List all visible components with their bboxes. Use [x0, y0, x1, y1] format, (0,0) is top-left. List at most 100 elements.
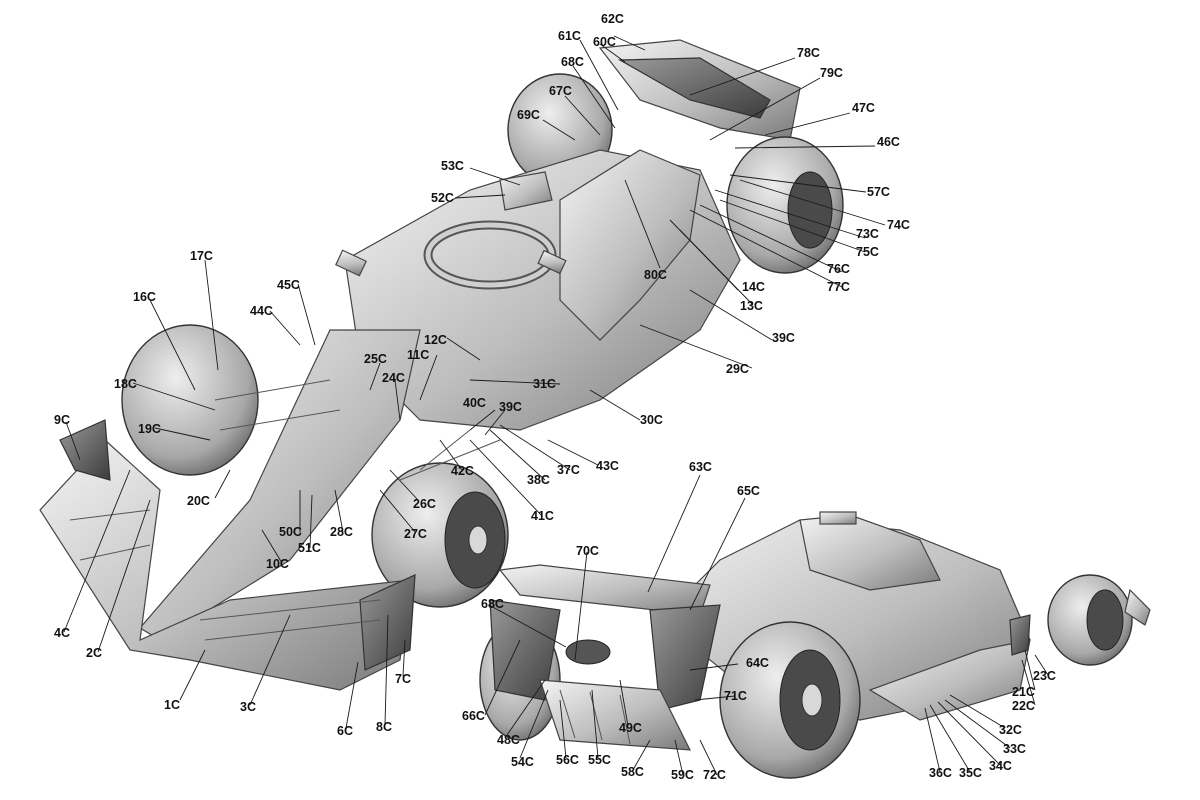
- label-20c: 20C: [187, 494, 210, 508]
- leader-lines: [63, 35, 1049, 776]
- label-59c: 59C: [671, 768, 694, 782]
- label-39c-top: 39C: [772, 331, 795, 345]
- label-57c: 57C: [867, 185, 890, 199]
- label-53c: 53C: [441, 159, 464, 173]
- rear-view-floor-fence: [1009, 614, 1031, 656]
- rear-view-front-wing-tip: [1124, 588, 1151, 626]
- engine-cover: [559, 149, 701, 341]
- label-26c: 26C: [413, 497, 436, 511]
- label-12c: 12C: [424, 333, 447, 347]
- label-51c: 51C: [298, 541, 321, 555]
- rear-view-rear-wing: [498, 564, 711, 616]
- label-1c: 1C: [164, 698, 180, 712]
- label-30c: 30C: [640, 413, 663, 427]
- label-21c: 21C: [1012, 685, 1035, 699]
- label-32c: 32C: [999, 723, 1022, 737]
- label-77c: 77C: [827, 280, 850, 294]
- front-wing-endplate-left: [59, 419, 111, 481]
- label-11c: 11C: [407, 348, 429, 362]
- rear-view-floor: [868, 639, 1031, 721]
- label-66c: 66C: [462, 709, 485, 723]
- label-10c: 10C: [266, 557, 289, 571]
- label-8c: 8C: [376, 720, 392, 734]
- label-17c: 17C: [190, 249, 213, 263]
- label-35c: 35C: [959, 766, 982, 780]
- label-42c: 42C: [451, 464, 474, 478]
- front-wing-elements: [69, 509, 381, 641]
- bottom-car-illustration: [479, 511, 1151, 779]
- front-suspension: [214, 379, 501, 481]
- label-60c: 60C: [593, 35, 616, 49]
- label-58c: 58C: [621, 765, 644, 779]
- rear-view-near-rear-hub: [801, 683, 823, 717]
- exhaust: [565, 639, 611, 665]
- label-62c: 62C: [601, 12, 624, 26]
- label-63c: 63C: [689, 460, 712, 474]
- label-34c: 34C: [989, 759, 1012, 773]
- diffuser-strakes: [559, 689, 631, 745]
- label-74c: 74C: [887, 218, 910, 232]
- airbox: [499, 171, 553, 211]
- label-2c: 2C: [86, 646, 102, 660]
- label-49c: 49C: [619, 721, 642, 735]
- label-69c: 69C: [517, 108, 540, 122]
- label-76c: 76C: [827, 262, 850, 276]
- label-67c: 67C: [549, 84, 572, 98]
- label-46c: 46C: [877, 135, 900, 149]
- rear-view-airbox: [819, 511, 857, 525]
- label-55c: 55C: [588, 753, 611, 767]
- label-33c: 33C: [1003, 742, 1026, 756]
- label-36c: 36C: [929, 766, 952, 780]
- rear-view-far-front-rim: [1086, 589, 1124, 651]
- label-27c: 27C: [404, 527, 427, 541]
- rear-view-diffuser: [539, 679, 692, 751]
- label-22c: 22C: [1012, 699, 1035, 713]
- label-71c: 71C: [724, 689, 747, 703]
- label-13c: 13C: [740, 299, 763, 313]
- label-45c: 45C: [277, 278, 300, 292]
- label-23c: 23C: [1033, 669, 1056, 683]
- label-70c: 70C: [576, 544, 599, 558]
- label-40c: 40C: [463, 396, 486, 410]
- part-labels: 62C 60C 61C 68C 67C 69C 78C 79C 47C 46C …: [54, 12, 1056, 782]
- label-9c: 9C: [54, 413, 70, 427]
- label-52c: 52C: [431, 191, 454, 205]
- label-37c: 37C: [557, 463, 580, 477]
- label-54c: 54C: [511, 755, 534, 769]
- label-4c: 4C: [54, 626, 70, 640]
- label-7c: 7C: [395, 672, 411, 686]
- rear-view-endplate-right: [649, 604, 721, 711]
- label-16c: 16C: [133, 290, 156, 304]
- label-64c: 64C: [746, 656, 769, 670]
- label-41c: 41C: [531, 509, 554, 523]
- label-25c: 25C: [364, 352, 387, 366]
- label-68c-bottom: 68C: [481, 597, 504, 611]
- label-28c: 28C: [330, 525, 353, 539]
- label-3c: 3C: [240, 700, 256, 714]
- label-39c-mid: 39C: [499, 400, 522, 414]
- label-31c: 31C: [533, 377, 556, 391]
- label-61c: 61C: [558, 29, 581, 43]
- label-38c: 38C: [527, 473, 550, 487]
- label-65c: 65C: [737, 484, 760, 498]
- label-24c: 24C: [382, 371, 405, 385]
- front-right-hub: [468, 525, 488, 555]
- label-47c: 47C: [852, 101, 875, 115]
- label-6c: 6C: [337, 724, 353, 738]
- label-73c: 73C: [856, 227, 879, 241]
- label-75c: 75C: [856, 245, 879, 259]
- rear-right-rim: [787, 171, 833, 249]
- rear-view-endplate-left: [489, 599, 561, 701]
- right-mirror: [537, 249, 567, 275]
- label-19c: 19C: [138, 422, 161, 436]
- label-14c: 14C: [742, 280, 765, 294]
- front-left-tyre: [121, 324, 259, 476]
- label-68c-top: 68C: [561, 55, 584, 69]
- label-44c: 44C: [250, 304, 273, 318]
- label-80c: 80C: [644, 268, 667, 282]
- label-50c: 50C: [279, 525, 302, 539]
- label-29c: 29C: [726, 362, 749, 376]
- label-18c: 18C: [114, 377, 137, 391]
